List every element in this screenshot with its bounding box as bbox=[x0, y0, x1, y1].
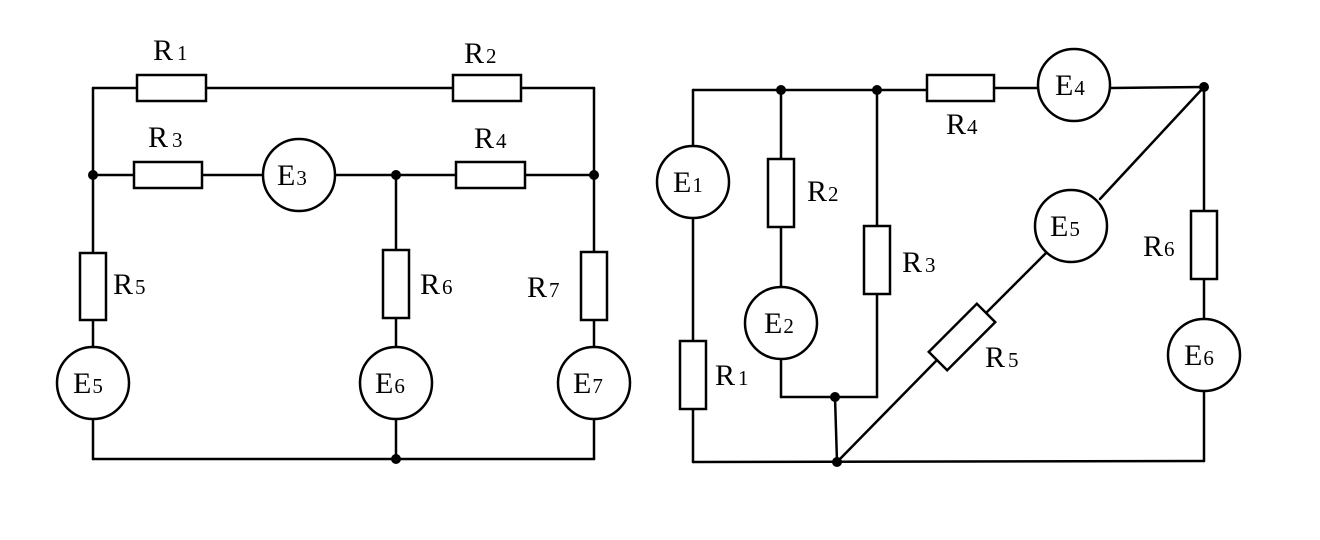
source-e5 bbox=[1033, 188, 1109, 264]
junction-node bbox=[776, 85, 786, 95]
resistor-r1 bbox=[135, 73, 208, 103]
resistor-r4 bbox=[454, 160, 527, 190]
junction-node bbox=[391, 454, 401, 464]
label-e3: E3 bbox=[277, 159, 307, 192]
resistor-r1 bbox=[678, 339, 708, 411]
resistor-r2 bbox=[451, 73, 523, 103]
resistor-r6 bbox=[381, 248, 411, 320]
label-e2: E2 bbox=[764, 307, 794, 340]
resistor-r7 bbox=[579, 250, 609, 322]
resistor-r3 bbox=[132, 160, 204, 190]
resistor-r2 bbox=[766, 157, 796, 229]
label-r6: R6 bbox=[420, 268, 453, 301]
resistor-r6 bbox=[1189, 209, 1219, 281]
source-e6 bbox=[1166, 317, 1242, 393]
junction-node bbox=[872, 85, 882, 95]
source-e5 bbox=[55, 345, 131, 421]
junction-node bbox=[830, 392, 840, 402]
source-e3 bbox=[261, 137, 337, 213]
label-e6: E6 bbox=[375, 367, 405, 400]
source-e7 bbox=[556, 345, 632, 421]
label-r7: R7 bbox=[527, 271, 560, 304]
source-e4 bbox=[1036, 47, 1112, 123]
label-e4: E4 bbox=[1055, 69, 1085, 102]
source-e1 bbox=[655, 144, 731, 220]
junction-node bbox=[391, 170, 401, 180]
label-e5: E5 bbox=[1050, 210, 1080, 243]
junction-node bbox=[589, 170, 599, 180]
label-r4: R4 bbox=[946, 108, 978, 141]
resistor-r5 bbox=[78, 251, 108, 322]
label-r6: R6 bbox=[1143, 230, 1175, 263]
resistor-r4 bbox=[925, 73, 996, 103]
circuit-a-wires bbox=[91, 86, 596, 461]
source-e6 bbox=[358, 345, 434, 421]
resistor-r3 bbox=[862, 224, 892, 296]
label-r4: R4 bbox=[474, 122, 507, 155]
label-r2: R2 bbox=[807, 175, 839, 208]
label-e1: E1 bbox=[673, 166, 703, 199]
circuit-b-wires bbox=[691, 85, 1206, 464]
junction-node bbox=[1199, 82, 1209, 92]
label-e6: E6 bbox=[1184, 339, 1214, 372]
label-e5: E5 bbox=[73, 367, 103, 400]
label-e7: E7 bbox=[573, 367, 603, 400]
source-e2 bbox=[743, 285, 819, 361]
resistor-r5 bbox=[926, 301, 998, 373]
junction-node bbox=[832, 457, 842, 467]
label-r2: R2 bbox=[464, 37, 497, 70]
label-r5: R5 bbox=[113, 268, 146, 301]
junction-node bbox=[88, 170, 98, 180]
